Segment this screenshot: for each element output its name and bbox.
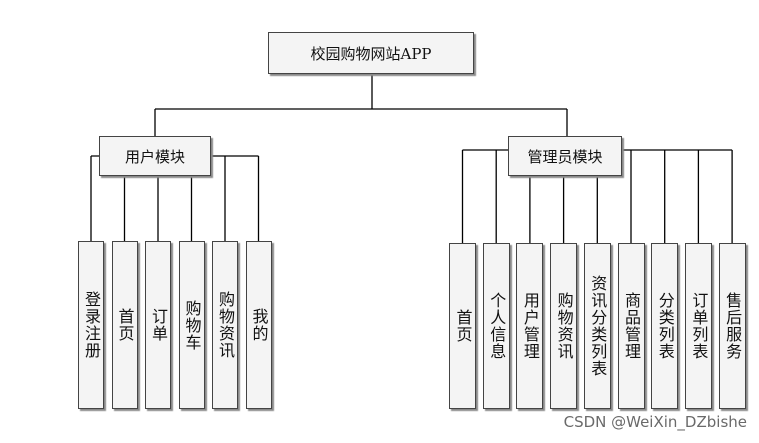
admin_module-leaf-label: 售后服务 (723, 292, 743, 360)
user_module-leaf-node: 登录注册 (78, 241, 104, 409)
user_module-leaf-label: 我的 (249, 308, 269, 342)
user_module-leaf-node: 购物车 (178, 241, 205, 409)
root-node: 校园购物网站APP (268, 32, 474, 74)
user_module-leaf-label: 登录注册 (82, 291, 101, 359)
admin_module-leaf-node: 用户管理 (516, 243, 544, 409)
user_module-leaf-node: 购物资讯 (212, 241, 238, 409)
admin_module-leaf-node: 分类列表 (651, 243, 679, 409)
user-module-node: 用户模块 (99, 136, 211, 176)
admin_module-leaf-label: 资讯分类列表 (588, 275, 608, 377)
user_module-leaf-node: 我的 (245, 241, 272, 409)
admin_module-leaf-node: 订单列表 (684, 243, 712, 409)
admin_module-leaf-label: 首页 (453, 309, 473, 343)
admin_module-leaf-label: 订单列表 (689, 292, 709, 360)
admin-module-node: 管理员模块 (508, 136, 622, 176)
admin_module-leaf-node: 售后服务 (718, 243, 746, 409)
admin_module-leaf-node: 首页 (449, 243, 476, 409)
root-label: 校园购物网站APP (310, 44, 432, 63)
admin_module-leaf-node: 购物资讯 (550, 243, 578, 409)
admin_module-leaf-label: 个人信息 (487, 292, 507, 360)
user-module-label: 用户模块 (124, 147, 185, 166)
admin_module-leaf-label: 购物资讯 (554, 292, 574, 360)
admin_module-leaf-node: 商品管理 (617, 243, 645, 409)
user_module-leaf-label: 首页 (115, 308, 135, 342)
watermark: CSDN @WeiXin_DZbishe (563, 413, 747, 431)
admin_module-leaf-node: 个人信息 (482, 243, 510, 409)
user_module-leaf-node: 首页 (111, 241, 138, 409)
user_module-leaf-label: 订单 (149, 308, 168, 342)
admin_module-leaf-node: 资讯分类列表 (583, 243, 611, 409)
admin-module-label: 管理员模块 (527, 147, 603, 166)
admin_module-leaf-label: 用户管理 (520, 292, 540, 360)
user_module-leaf-label: 购物资讯 (216, 291, 235, 359)
user_module-leaf-label: 购物车 (182, 299, 202, 351)
admin_module-leaf-label: 商品管理 (622, 292, 641, 360)
user_module-leaf-node: 订单 (145, 241, 171, 409)
admin_module-leaf-label: 分类列表 (655, 292, 675, 360)
